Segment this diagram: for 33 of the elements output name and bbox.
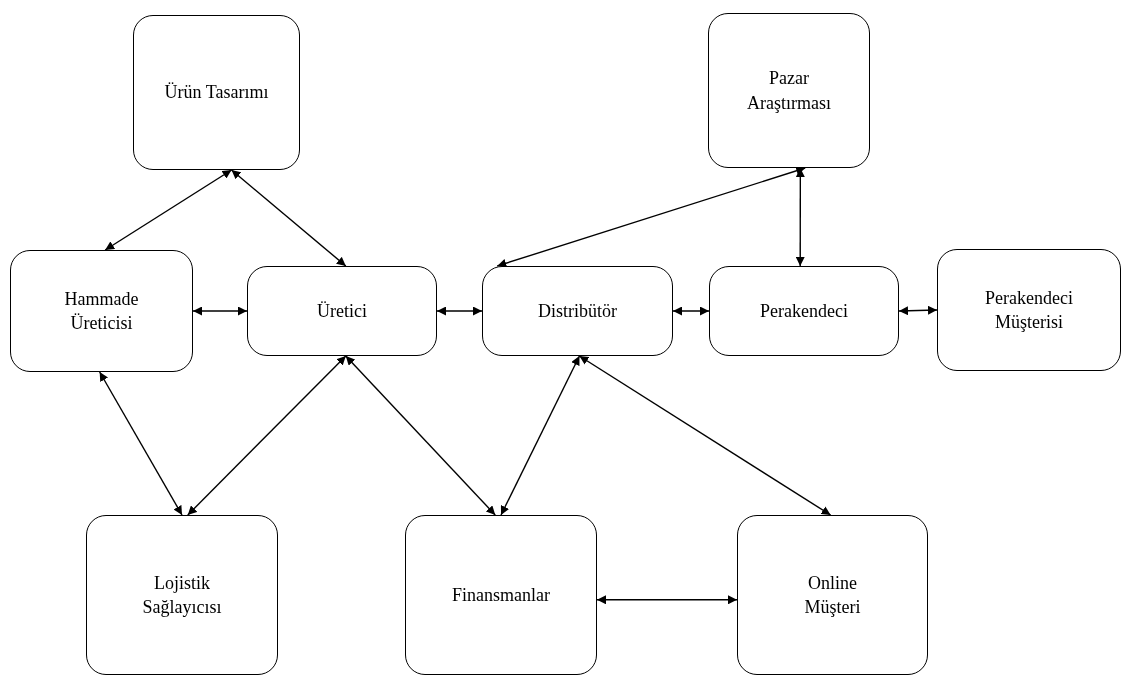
double-arrow	[500, 355, 581, 516]
double-arrow	[596, 595, 738, 605]
double-arrow	[898, 305, 938, 316]
double-arrow	[187, 355, 347, 516]
rounded-box	[937, 249, 1121, 371]
box-label: Pazar Araştırması	[746, 67, 832, 115]
double-arrow	[672, 306, 710, 316]
rounded-box	[708, 13, 870, 168]
double-arrow	[345, 355, 496, 516]
double-arrow	[436, 306, 483, 316]
double-arrow	[192, 306, 248, 316]
rounded-box	[133, 15, 300, 170]
box-label: Perakendeci	[760, 299, 848, 323]
box-label: Üretici	[317, 299, 367, 323]
double-arrow	[104, 169, 233, 251]
rounded-box	[709, 266, 899, 356]
box-label: Online Müşteri	[803, 571, 862, 619]
double-arrow	[496, 166, 806, 268]
rounded-box	[405, 515, 597, 675]
box-label: Distribütör	[538, 299, 617, 323]
double-arrow	[578, 355, 832, 516]
rounded-box	[737, 515, 928, 675]
double-arrow	[230, 169, 347, 267]
box-label: Finansmanlar	[452, 583, 550, 607]
box-label: Lojistik Sağlayıcısı	[141, 571, 223, 619]
box-label: Perakendeci Müşterisi	[984, 286, 1074, 334]
double-arrow	[98, 371, 183, 516]
rounded-box	[482, 266, 673, 356]
rounded-box	[86, 515, 278, 675]
box-label: Ürün Tasarımı	[164, 81, 269, 105]
rounded-box	[10, 250, 193, 372]
rounded-box	[247, 266, 437, 356]
box-label: Hammade Üreticisi	[63, 287, 140, 335]
